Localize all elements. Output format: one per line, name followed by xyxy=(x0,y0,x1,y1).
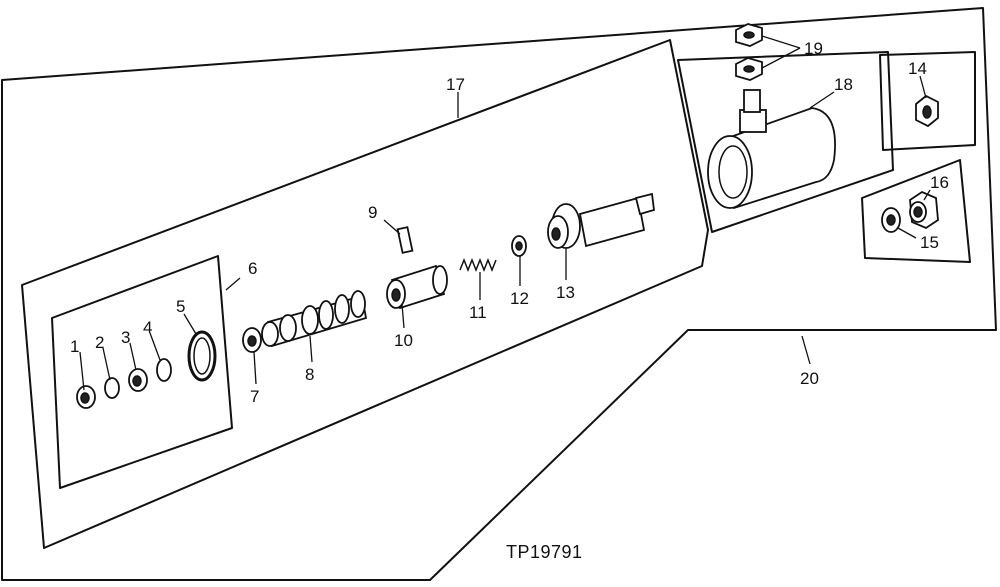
callout-labels: 1 2 3 4 5 6 7 8 9 10 11 12 13 14 15 16 1… xyxy=(70,39,949,406)
part-13-plug-assembly xyxy=(547,192,655,249)
callout-15: 15 xyxy=(920,233,939,252)
callout-9: 9 xyxy=(368,203,377,222)
valve-kit-panel-17 xyxy=(21,39,709,549)
part-19-nuts xyxy=(735,23,763,81)
part-7-seat xyxy=(242,327,262,353)
callout-18: 18 xyxy=(834,75,853,94)
part-16-nut xyxy=(909,190,939,230)
callout-13: 13 xyxy=(556,283,575,302)
part-9-pin xyxy=(396,226,414,254)
seal-kit-panel-6 xyxy=(51,255,233,489)
assembly-outline-20 xyxy=(1,7,997,581)
callout-6: 6 xyxy=(248,259,257,278)
part-10-sleeve xyxy=(386,264,448,310)
part-12-washer xyxy=(511,235,527,257)
callout-19: 19 xyxy=(804,39,823,58)
callout-3: 3 xyxy=(121,328,130,347)
nut-panel-14 xyxy=(879,51,976,151)
callout-16: 16 xyxy=(930,173,949,192)
callout-7: 7 xyxy=(250,387,259,406)
callout-1: 1 xyxy=(70,337,79,356)
callout-2: 2 xyxy=(95,333,104,352)
part-1-plug xyxy=(76,385,96,409)
callout-5: 5 xyxy=(176,297,185,316)
part-11-spring xyxy=(459,257,497,273)
callout-11: 11 xyxy=(469,303,487,322)
part-8-spool xyxy=(261,290,368,348)
callout-20: 20 xyxy=(800,369,819,388)
leader-lines xyxy=(79,35,931,391)
callout-8: 8 xyxy=(305,365,314,384)
figure-code: TP19791 xyxy=(506,542,583,562)
part-15-lock-washer xyxy=(881,207,901,233)
part-18-housing xyxy=(707,89,836,210)
part-2-ring xyxy=(104,377,120,399)
callout-14: 14 xyxy=(908,59,927,78)
callout-12: 12 xyxy=(510,289,529,308)
callout-17: 17 xyxy=(446,75,465,94)
part-3-washer xyxy=(128,368,148,392)
washer-nut-panel-15-16 xyxy=(861,159,971,263)
part-4-o-ring xyxy=(156,358,172,382)
callout-4: 4 xyxy=(143,318,152,337)
part-14-nut xyxy=(915,94,939,128)
part-5-large-o-ring xyxy=(187,330,217,382)
housing-panel-18 xyxy=(677,51,894,233)
callout-10: 10 xyxy=(394,331,413,350)
